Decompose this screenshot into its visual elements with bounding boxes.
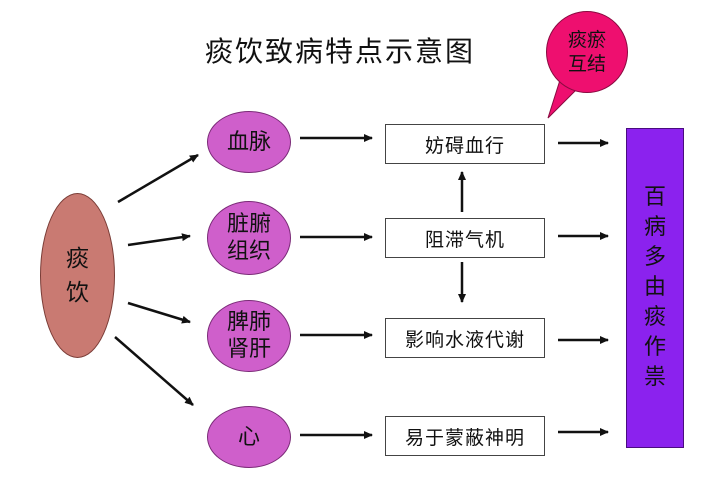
effect-box-4: 易于蒙蔽神明 [385,416,545,456]
source-tanyin-node: 痰 饮 [40,193,115,358]
organ-node-4: 心 [207,406,291,468]
effect-box-3: 影响水液代谢 [385,318,545,358]
arrow-source-to-organ-2 [127,233,191,247]
organ-node-1: 血脉 [207,111,291,173]
callout-bubble: 痰瘀 互结 [546,11,628,93]
diagram-title: 痰饮致病特点示意图 [204,35,475,68]
organ-node-2: 脏腑 组织 [207,201,291,275]
arrow-source-to-organ-3 [127,301,191,324]
arrow-source-to-organ-1 [117,153,199,204]
effect-box-2: 阻滞气机 [385,218,545,258]
arrow-source-to-organ-4 [114,336,194,406]
result-bar: 百病多由痰作祟 [626,128,684,448]
result-text: 百病多由痰作祟 [643,185,666,390]
effect-box-1: 妨碍血行 [385,124,545,164]
organ-node-3: 脾肺 肾肝 [207,300,291,372]
